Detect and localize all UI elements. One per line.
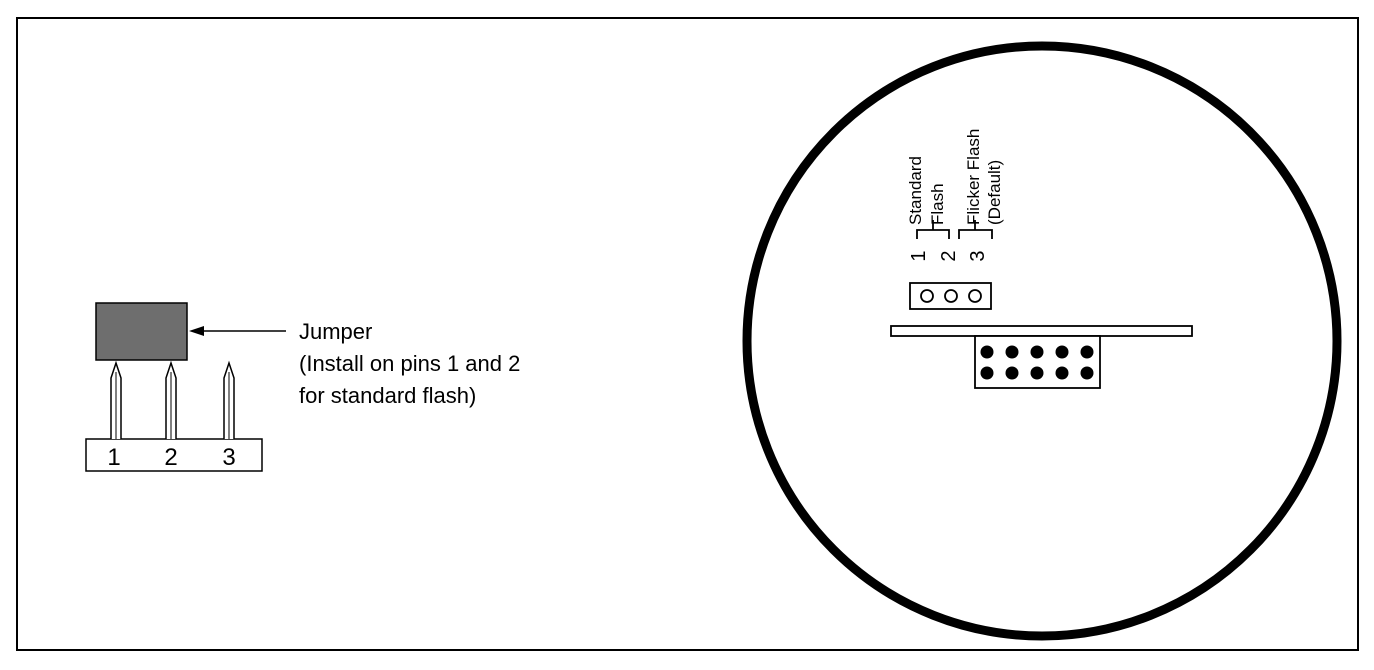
header-hole-2 [944, 289, 958, 303]
connector-pin [980, 345, 994, 359]
pin-label-3: 3 [222, 444, 235, 471]
jumper-detail: 1 2 3 Jumper (Install on pins 1 and 2 fo… [85, 302, 520, 472]
pin-label-2: 2 [164, 444, 177, 471]
jumper-note-line-2: for standard flash) [299, 383, 476, 408]
connector-pin [980, 366, 994, 380]
ten-pin-connector [974, 335, 1101, 389]
header-hole-1 [920, 289, 934, 303]
connector-pin [1080, 345, 1094, 359]
header-pin-1: 1 [908, 250, 930, 261]
board-view: Standard Flash Flicker Flash (Default) 1… [742, 41, 1342, 641]
option-standard-line-1: Standard [906, 156, 925, 225]
header-pin-3: 3 [967, 250, 989, 261]
header-hole-3 [968, 289, 982, 303]
connector-pin [1005, 345, 1019, 359]
header-pin-2: 2 [938, 250, 960, 261]
connector-pin [1005, 366, 1019, 380]
pin-label-1: 1 [107, 444, 120, 471]
pin-header-base [85, 438, 263, 472]
jumper-note-line-1: (Install on pins 1 and 2 [299, 351, 520, 376]
connector-pin [1030, 345, 1044, 359]
option-flicker-line-2: (Default) [985, 160, 1004, 225]
connector-pin [1080, 366, 1094, 380]
jumper-arrowhead [189, 326, 204, 336]
option-standard-line-2: Flash [928, 183, 947, 225]
bracket-flicker [958, 220, 993, 239]
jumper-label: Jumper [299, 319, 372, 344]
connector-pin [1055, 366, 1069, 380]
jumper-block [95, 302, 188, 361]
bracket-standard [916, 220, 950, 239]
connector-pin [1030, 366, 1044, 380]
connector-pin [1055, 345, 1069, 359]
board-bar [890, 325, 1193, 337]
option-flicker-line-1: Flicker Flash [964, 129, 983, 225]
